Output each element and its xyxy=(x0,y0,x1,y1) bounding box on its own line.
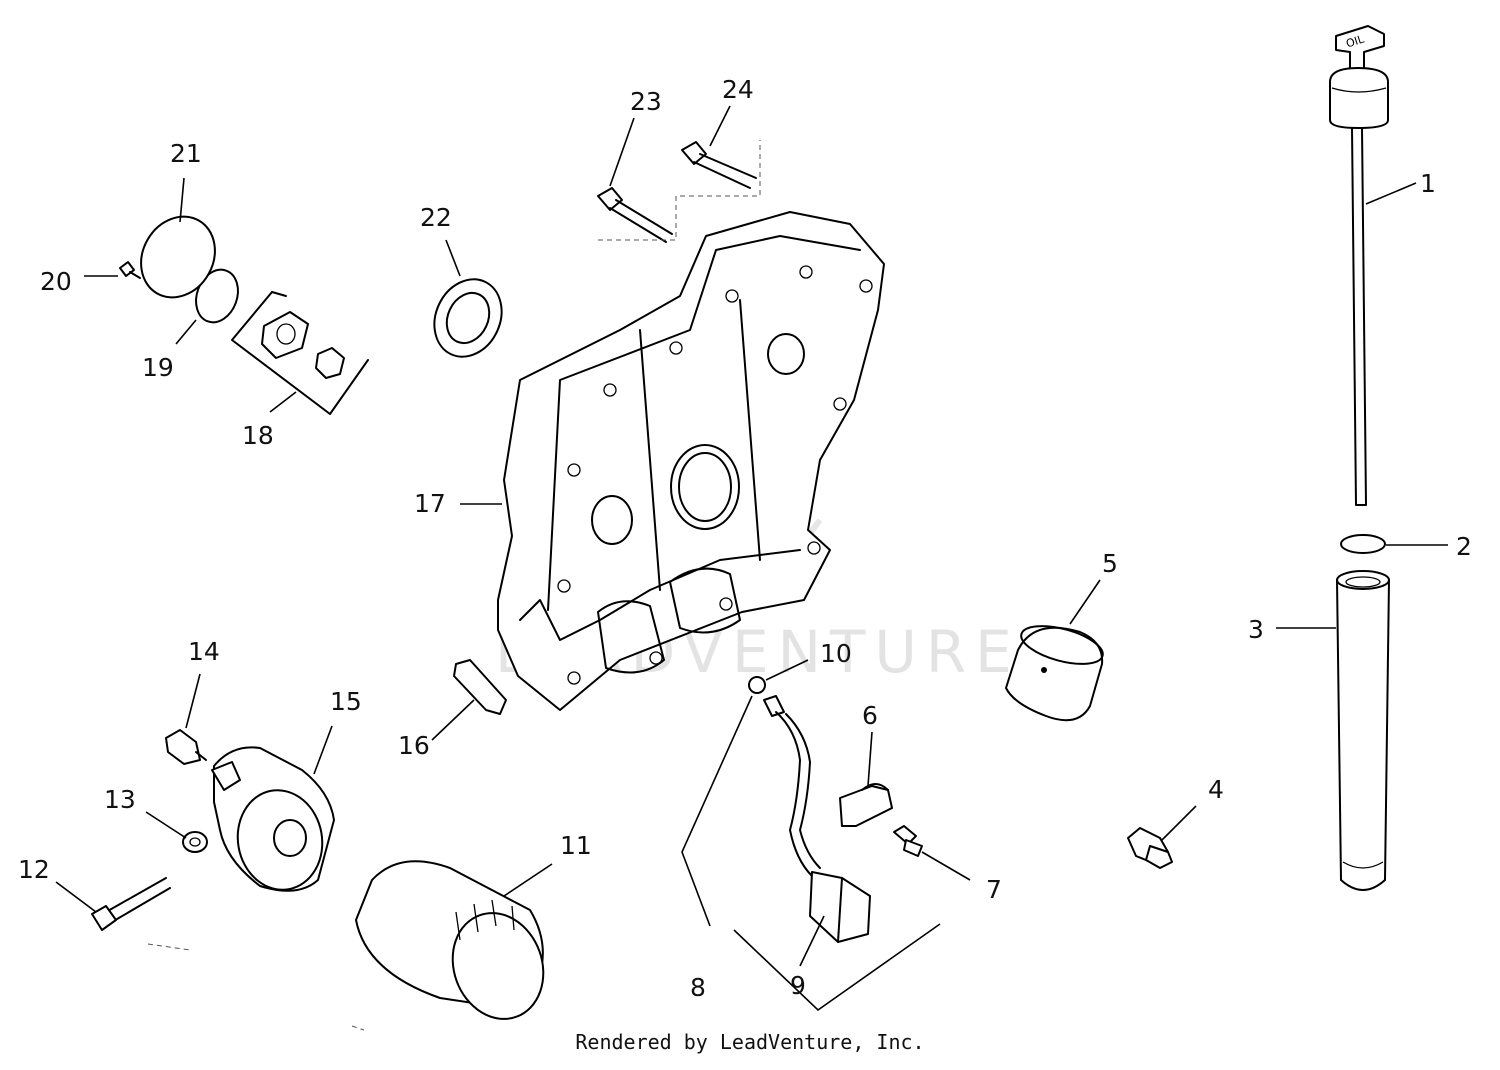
callout-21: 21 xyxy=(170,139,202,168)
drain-plug-part xyxy=(1127,827,1173,869)
oil-pump-kit-part xyxy=(231,291,369,415)
filter-adapter-bolt-part xyxy=(91,877,171,931)
callout-1: 1 xyxy=(1420,169,1436,198)
callout-11: 11 xyxy=(560,831,592,860)
callout-20: 20 xyxy=(40,267,72,296)
clamp-screw-part xyxy=(893,825,923,857)
oil-pressure-switch-part xyxy=(165,729,207,765)
callout-12: 12 xyxy=(18,855,50,884)
bushing-part xyxy=(1005,625,1104,722)
cover-screw-part xyxy=(119,261,141,279)
clamp-part xyxy=(839,783,893,827)
assembly-dash-line xyxy=(598,140,761,241)
oil-seal-part xyxy=(433,278,503,358)
dipstick-tube-part xyxy=(1336,570,1390,891)
closure-plate-bolt-long-part xyxy=(681,141,757,189)
callout-4: 4 xyxy=(1208,775,1224,804)
callout-23: 23 xyxy=(630,87,662,116)
callout-5: 5 xyxy=(1102,549,1118,578)
callout-2: 2 xyxy=(1456,532,1472,561)
callout-18: 18 xyxy=(242,421,274,450)
callout-3: 3 xyxy=(1248,615,1264,644)
callout-10: 10 xyxy=(820,639,852,668)
small-gasket-part xyxy=(453,659,507,715)
callout-19: 19 xyxy=(142,353,174,382)
dipstick-cap-text: OIL xyxy=(1344,32,1366,50)
leader-lines xyxy=(55,105,1448,1012)
filter-adapter-part xyxy=(211,746,335,892)
washer-part xyxy=(182,831,208,853)
pump-cover-part xyxy=(140,215,216,299)
callout-14: 14 xyxy=(188,637,220,666)
dipstick-part xyxy=(1329,25,1389,506)
pump-cover-o-ring-part xyxy=(195,268,239,324)
callout-17: 17 xyxy=(414,489,446,518)
oil-filter-part xyxy=(355,860,545,1020)
small-o-ring-part xyxy=(748,676,766,694)
assembly-dash-line-2 xyxy=(147,943,365,1031)
render-credit: Rendered by LeadVenture, Inc. xyxy=(575,1030,925,1054)
callout-24: 24 xyxy=(722,75,754,104)
callout-22: 22 xyxy=(420,203,452,232)
closure-plate-bolt-short-part xyxy=(597,187,673,243)
dipstick-tube-o-ring-part xyxy=(1340,534,1386,554)
closure-plate-part xyxy=(497,211,885,711)
callout-16: 16 xyxy=(398,731,430,760)
callout-9: 9 xyxy=(790,971,806,1000)
callout-6: 6 xyxy=(862,701,878,730)
callout-13: 13 xyxy=(104,785,136,814)
callout-7: 7 xyxy=(986,875,1002,904)
callout-15: 15 xyxy=(330,687,362,716)
sensor-harness-part xyxy=(763,695,871,943)
callout-8: 8 xyxy=(690,973,706,1002)
